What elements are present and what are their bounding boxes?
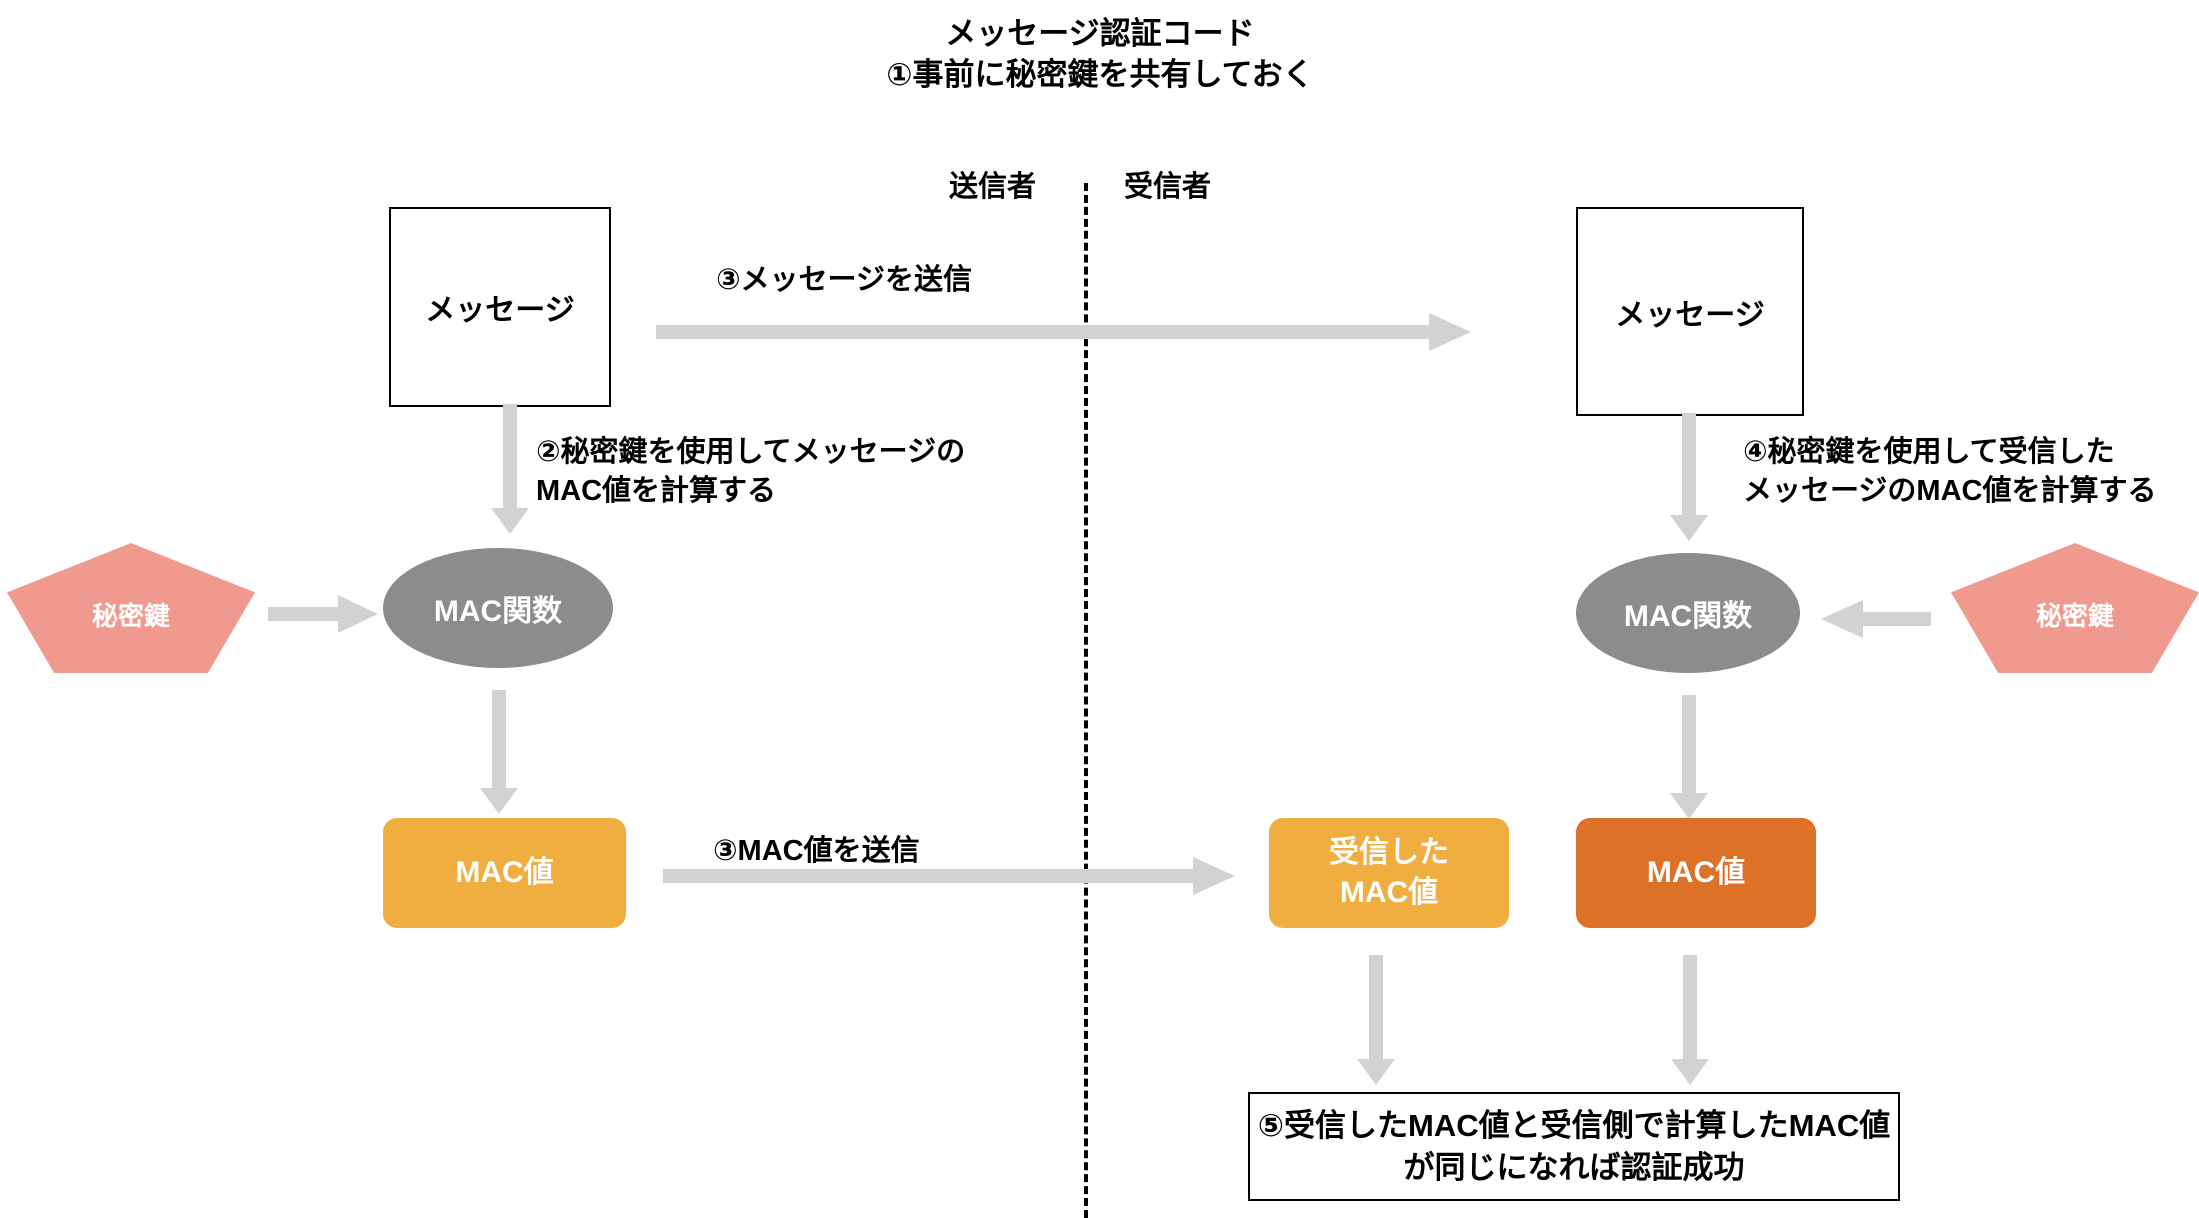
sender-mac-value-box: MAC値 <box>383 818 626 928</box>
arrow-computed-value-to-result <box>1671 955 1709 1089</box>
receiver-mac-value-label: MAC値 <box>1646 856 1746 890</box>
received-mac-value-label: 受信した MAC値 <box>1329 836 1449 909</box>
sender-mac-value-label: MAC値 <box>455 856 554 890</box>
verification-result-label: ⑤受信したMAC値と受信側で計算したMAC値 が同じになれば認証成功 <box>1257 1107 1891 1185</box>
sender-secret-key-shape: 秘密鍵 <box>7 543 255 673</box>
step-send-mac-label: ③MAC値を送信 <box>713 835 920 867</box>
step-send-message-label: ③メッセージを送信 <box>716 264 972 296</box>
arrow-sender-func-to-value <box>480 690 518 818</box>
arrow-receiver-key-to-func <box>1821 600 1931 638</box>
receiver-secret-key-shape: 秘密鍵 <box>1951 543 2199 673</box>
received-mac-value-box: 受信した MAC値 <box>1269 818 1509 928</box>
receiver-secret-key-label: 秘密鍵 <box>2035 600 2114 631</box>
arrow-sender-message-to-func <box>491 404 529 538</box>
arrow-receiver-func-to-value <box>1670 695 1708 823</box>
step-receiver-compute-label: ④秘密鍵を使用して受信した メッセージのMAC値を計算する <box>1743 436 2157 507</box>
arrow-receiver-message-to-func <box>1670 413 1708 547</box>
receiver-message-label: メッセージ <box>1615 298 1765 332</box>
verification-result-box: ⑤受信したMAC値と受信側で計算したMAC値 が同じになれば認証成功 <box>1248 1092 1900 1201</box>
sender-mac-function-label: MAC関数 <box>433 595 563 628</box>
receiver-mac-function-label: MAC関数 <box>1623 600 1753 633</box>
label-sender: 送信者 <box>949 171 1037 203</box>
arrow-send-mac-value <box>663 857 1235 895</box>
arrow-sender-key-to-func <box>268 595 378 633</box>
receiver-message-box: メッセージ <box>1576 207 1804 416</box>
sender-receiver-divider <box>1084 183 1088 1218</box>
sender-mac-function: MAC関数 <box>383 548 613 668</box>
arrow-send-message <box>656 313 1471 351</box>
sender-message-box: メッセージ <box>389 207 611 407</box>
sender-message-label: メッセージ <box>425 294 575 327</box>
label-receiver: 受信者 <box>1124 171 1212 203</box>
sender-secret-key-label: 秘密鍵 <box>91 600 170 631</box>
arrow-received-value-to-result <box>1357 955 1395 1089</box>
diagram-title: メッセージ認証コード ①事前に秘密鍵を共有しておく <box>886 16 1314 92</box>
receiver-mac-function: MAC関数 <box>1576 553 1800 673</box>
step-sender-compute-label: ②秘密鍵を使用してメッセージの MAC値を計算する <box>536 436 966 507</box>
receiver-mac-value-box: MAC値 <box>1576 818 1816 928</box>
